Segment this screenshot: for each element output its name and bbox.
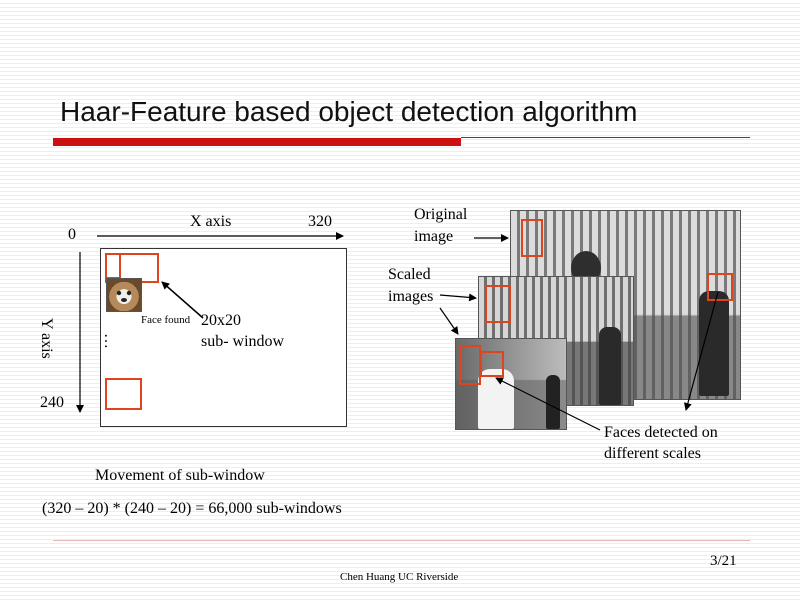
- detection-box: [521, 219, 543, 257]
- diagram-caption: Movement of sub-window: [95, 467, 265, 484]
- detection-box: [485, 285, 511, 323]
- page-number: 3/21: [710, 553, 737, 569]
- title-underline-line: [461, 137, 750, 138]
- footer-divider: [53, 540, 750, 541]
- formula-text: (320 – 20) * (240 – 20) = 66,000 sub-win…: [42, 500, 342, 517]
- detection-box: [707, 273, 733, 301]
- detection-box: [480, 351, 504, 377]
- window-desc-label: sub- window: [201, 333, 285, 350]
- y-max-label: 240: [40, 394, 64, 411]
- dog-face-icon: [116, 290, 132, 302]
- faces-label-line2: different scales: [604, 445, 701, 462]
- faces-label-line1: Faces detected on: [604, 424, 718, 441]
- scaled-label-line2: images: [388, 288, 434, 305]
- x-max-label: 320: [308, 213, 332, 230]
- origin-label: 0: [68, 226, 76, 243]
- face-found-arrow: [161, 281, 204, 319]
- window-size-label: 20x20: [201, 312, 241, 329]
- face-thumbnail: [106, 278, 142, 312]
- faces-arrow-2: [683, 291, 719, 411]
- faces-arrow-1: [495, 377, 601, 431]
- footer-text: Chen Huang UC Riverside: [340, 571, 459, 583]
- person-figure: [546, 375, 560, 429]
- title-underline-bar: [53, 138, 461, 146]
- slide-title: Haar-Feature based object detection algo…: [60, 96, 638, 127]
- person-figure: [599, 327, 621, 405]
- face-found-label: Face found: [141, 314, 191, 326]
- sub-window-box-bottom: [105, 378, 142, 410]
- scaled-label-line1: Scaled: [388, 266, 431, 283]
- original-label-line1: Original: [414, 206, 468, 223]
- original-label-line2: image: [414, 228, 454, 245]
- scaled-arrow-2: [439, 307, 459, 335]
- scaled-image-small: [455, 338, 567, 430]
- scaled-arrow-1: [439, 293, 477, 302]
- x-axis-label: X axis: [190, 213, 232, 230]
